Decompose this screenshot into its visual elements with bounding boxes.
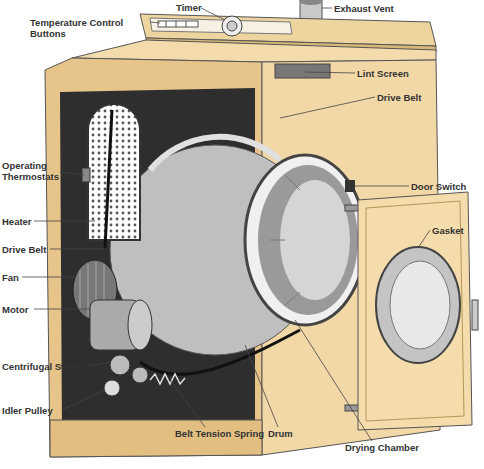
leader-lines-part	[245, 345, 278, 427]
leader-lines-part	[88, 362, 110, 366]
door-part	[390, 261, 450, 349]
fan-part	[88, 264, 89, 316]
motor-part	[128, 300, 152, 350]
exhaust-vent-part	[300, 0, 322, 5]
control-console-part	[166, 21, 167, 27]
drum-part	[150, 137, 280, 170]
part-label: Temperature Control Buttons	[30, 17, 155, 39]
heater-part	[88, 104, 140, 240]
leader-lines-part	[322, 8, 332, 9]
door-part	[345, 180, 355, 192]
part-label: Heater	[2, 216, 32, 227]
part-label: Timer	[176, 2, 202, 13]
part-label: Door Switch	[411, 181, 466, 192]
part-label: Idler Pulley	[2, 405, 53, 416]
part-label: Drive Belt	[377, 92, 421, 103]
leader-lines-part	[22, 277, 75, 278]
drum-part	[245, 155, 365, 325]
exhaust-vent	[300, 0, 322, 20]
part-label: Lint Screen	[357, 68, 409, 79]
part-label: Drive Belt	[2, 244, 46, 255]
door-part	[376, 247, 460, 363]
leader-lines-part	[295, 320, 372, 441]
leader-lines-part	[355, 186, 409, 187]
door-part	[358, 192, 472, 430]
part-label: Exhaust Vent	[334, 3, 394, 14]
motor-part	[104, 380, 120, 396]
leader-lines-part	[150, 22, 160, 23]
part-label: Belt Tension Spring	[175, 428, 264, 439]
drum-part	[285, 175, 300, 190]
drum	[110, 137, 365, 355]
exhaust-vent-part	[300, 0, 322, 20]
control-console-part	[186, 21, 187, 27]
control-console-part	[222, 16, 242, 36]
drum-part	[258, 165, 358, 315]
door-part	[345, 205, 359, 211]
drum-part	[280, 180, 350, 300]
part-label: Motor	[2, 304, 28, 315]
leader-lines-part	[34, 309, 90, 310]
leader-lines-part	[34, 221, 95, 222]
control-console-part	[176, 21, 177, 27]
control-console-part	[150, 18, 292, 34]
motor-part	[150, 374, 185, 384]
drive-belt	[105, 110, 300, 374]
part-label: Operating Thermostats	[2, 160, 60, 182]
control-console-part	[227, 21, 237, 31]
cabinet-part	[275, 64, 330, 78]
part-label: Gasket	[432, 225, 464, 236]
motor-part	[132, 367, 148, 383]
fan-part	[80, 270, 81, 310]
door	[345, 180, 478, 430]
part-label: Centrifugal Switch	[2, 361, 85, 372]
part-label: Drying Chamber	[345, 442, 419, 453]
leader-lines-part	[60, 172, 84, 175]
leader-lines-part	[305, 72, 355, 73]
leader-lines-part	[280, 97, 375, 118]
leader-lines-part	[201, 8, 225, 20]
part-label: Fan	[2, 272, 19, 283]
motor-part	[110, 355, 130, 375]
drum-part	[270, 240, 285, 241]
control-console-part	[158, 21, 198, 27]
door-part	[366, 201, 464, 421]
drive-belt-part	[105, 110, 112, 248]
door-part	[472, 300, 478, 330]
part-label: Drum	[268, 428, 293, 439]
leader-lines-part	[50, 249, 104, 250]
leader-lines-part	[418, 230, 430, 248]
leader-lines-part	[62, 390, 105, 410]
drive-belt-part	[140, 330, 300, 374]
leader-lines-part	[170, 380, 205, 427]
drum-part	[285, 292, 300, 305]
leader-lines	[22, 8, 430, 441]
